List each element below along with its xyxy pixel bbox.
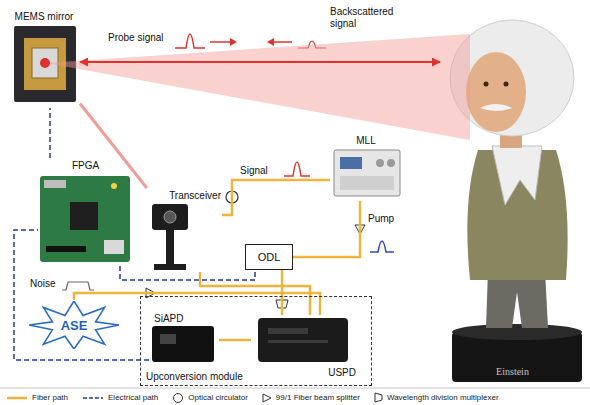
legend-item: Fiber path	[6, 393, 68, 403]
legend-item: Wavelength division multiplexer	[374, 392, 499, 403]
fpga-port	[104, 240, 124, 254]
legend-sample	[6, 393, 28, 403]
statue-face	[466, 52, 526, 132]
legend-item: Optical circulator	[172, 392, 248, 404]
node-label: Einstein	[496, 366, 529, 378]
transceiver-lens	[164, 211, 176, 223]
electrical-path	[14, 230, 149, 360]
legend-separator	[0, 388, 590, 389]
node-label: FPGA	[72, 160, 99, 172]
signal-label: Noise	[30, 278, 56, 290]
node-label: MEMS mirror	[15, 11, 74, 23]
transceiver-post	[166, 228, 174, 268]
statue-scarf	[492, 146, 542, 205]
mll-knob	[387, 159, 395, 167]
mll-panel	[340, 176, 394, 190]
probe-direction-head	[230, 38, 237, 46]
electrical-path	[49, 108, 51, 158]
siapd-device	[152, 326, 214, 362]
fiber-path	[293, 201, 360, 257]
node-label: Transceiver	[169, 190, 221, 202]
fpga-node: FPGA	[38, 158, 133, 266]
node-label: Upconversion module	[146, 371, 243, 383]
fpga-board	[40, 176, 130, 262]
light-beam	[46, 34, 470, 140]
electrical-sample	[83, 397, 103, 399]
signal-label: Signal	[240, 165, 268, 177]
uspd-detail	[268, 328, 308, 334]
legend-sample	[374, 392, 383, 403]
fpga-chip	[70, 202, 98, 230]
detector-node: SiAPD	[149, 311, 219, 367]
transceiver-base	[154, 264, 186, 270]
legend-text: Wavelength division multiplexer	[387, 393, 499, 402]
statue-base-top	[452, 324, 582, 340]
legend-item: 99/1 Fiber beam splitter	[262, 393, 360, 403]
backscatter-direction	[274, 41, 292, 43]
node-label: MLL	[356, 135, 375, 147]
transceiver-mount	[152, 204, 188, 230]
legend-text: Fiber path	[32, 393, 68, 402]
signal-label: Backscattered signal	[330, 6, 410, 30]
legend: Fiber path Electrical path Optical circula…	[0, 390, 590, 405]
uspd-device	[258, 318, 348, 362]
process-box: ODL	[245, 244, 293, 270]
statue-eye	[504, 82, 509, 87]
source-star: ASE	[28, 300, 120, 350]
mirror-node: MEMS mirror	[8, 8, 80, 108]
legend-item: Electrical path	[82, 393, 158, 403]
signal-label: Probe signal	[108, 32, 164, 44]
probe-pulse	[175, 34, 205, 48]
mems-laser-spot	[40, 58, 50, 68]
multiplexer-sample	[375, 393, 382, 402]
transceiver-node: Transceiver	[138, 188, 222, 272]
electrical-path	[120, 266, 255, 280]
probe-direction	[210, 41, 230, 43]
fpga-led	[111, 183, 117, 189]
node-label: ASE	[61, 318, 88, 333]
legend-sample	[82, 393, 104, 403]
fiber-sample	[7, 396, 27, 399]
legend-sample	[262, 393, 272, 403]
mll-display	[340, 157, 362, 169]
star-shape	[29, 301, 119, 349]
node-label: ODL	[258, 251, 281, 264]
fpga-header	[46, 246, 86, 252]
fiber-path	[222, 180, 330, 215]
light-beam-path	[80, 104, 147, 188]
module-box: Upconversion module SiAPD USPD	[140, 296, 372, 386]
legend-sample	[172, 392, 184, 404]
fiber-path	[219, 339, 251, 342]
circulator-sample	[174, 393, 183, 402]
detector-node: USPD	[251, 315, 361, 381]
signal-label: Pump	[368, 213, 394, 225]
legend-text: Electrical path	[108, 393, 158, 402]
pump-pulse	[370, 241, 394, 252]
uspd-detail	[268, 340, 328, 343]
statue-node: Einstein	[440, 8, 585, 385]
beam-arrow	[80, 61, 440, 63]
statue-mustache	[480, 104, 512, 111]
backscatter-direction-head	[267, 38, 274, 46]
fpga-connector	[44, 180, 66, 188]
legend-text: Optical circulator	[188, 393, 248, 402]
splitter-sample	[263, 394, 271, 402]
mll-knob	[376, 159, 384, 167]
node-label: SiAPD	[154, 313, 183, 325]
laser-node: MLL	[330, 133, 402, 201]
statue-eye	[484, 82, 489, 87]
legend-text: 99/1 Fiber beam splitter	[276, 393, 360, 402]
node-label: USPD	[328, 367, 356, 379]
noise-pulse	[62, 282, 94, 290]
siapd-window	[160, 334, 176, 344]
mll-laser-unit	[334, 150, 400, 196]
signal-pulse	[284, 162, 310, 176]
